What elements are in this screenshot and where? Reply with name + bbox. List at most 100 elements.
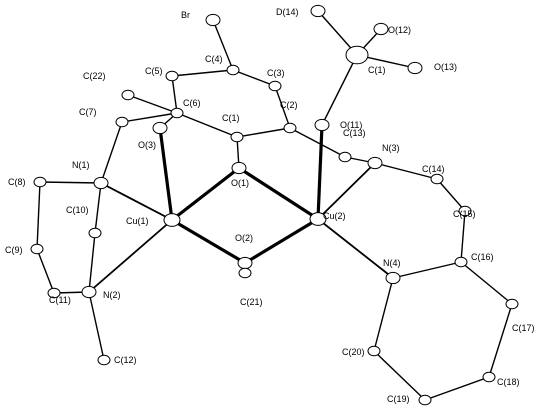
bond-C9-C11 [36, 248, 55, 294]
bond-N1-C10 [94, 182, 102, 234]
atom-layer [30, 4, 519, 406]
atom-C9 [30, 243, 44, 255]
atom-C3 [268, 80, 282, 92]
atom-O1 [231, 161, 247, 175]
atom-C1 [230, 131, 244, 143]
atom-label-C19: C(19) [387, 394, 410, 404]
atom-label-C17: C(17) [512, 323, 535, 333]
bond-C5-C6 [171, 75, 178, 114]
atom-label-C15: C(15) [453, 209, 476, 219]
bond-Cu2-O1 [237, 166, 320, 221]
bond-C8-C9 [36, 181, 41, 250]
bond-C20-N4 [373, 277, 394, 352]
bond-Cu2-O2 [243, 217, 320, 265]
bond-C14-C15 [436, 178, 466, 212]
bond-C3-C2 [274, 85, 291, 129]
bond-N3-C14 [374, 162, 438, 180]
atom-C5 [165, 70, 179, 82]
atom-label-C13: C(13) [343, 128, 366, 138]
atom-label-C8: C(8) [8, 177, 26, 187]
atom-Cu2 [309, 212, 327, 226]
atom-Br [205, 13, 221, 27]
bond-Cu2-N4 [317, 218, 394, 279]
bond-C6-C22 [127, 94, 178, 114]
atom-label-N2: N(2) [103, 290, 121, 300]
atom-C4 [226, 64, 240, 76]
atom-Cl1 [345, 45, 369, 65]
atom-O2 [237, 256, 253, 270]
bond-N2-C12 [88, 291, 105, 361]
atom-label-C3: C(3) [267, 68, 285, 78]
atom-label-O13: O(13) [434, 62, 457, 72]
bond-Cu1-N2 [88, 219, 173, 293]
atom-label-O12: O(12) [388, 25, 411, 35]
bond-N1-C8 [39, 181, 102, 184]
atom-N3 [367, 156, 383, 170]
atom-C15 [458, 205, 472, 217]
atom-label-Cu1: Cu(1) [126, 216, 149, 226]
bond-Br-C4 [212, 19, 234, 71]
atom-C16 [454, 256, 468, 268]
atom-label-C16: C(16) [471, 252, 494, 262]
atom-label-Br: Br [181, 10, 190, 20]
atom-C8 [33, 176, 47, 188]
atom-label-O3: O(3) [138, 140, 156, 150]
atom-N1 [93, 176, 109, 190]
atom-label-C20: C(20) [342, 347, 365, 357]
atom-C13 [338, 151, 352, 163]
bond-Cu2-N3 [317, 162, 376, 220]
atom-C19 [418, 394, 432, 406]
bond-Cu1-N1 [100, 182, 173, 221]
atom-Cu1 [163, 213, 181, 227]
atom-label-O11: O(11) [340, 120, 362, 130]
atom-label-C1: C(1) [222, 113, 240, 123]
bond-Cu1-O1 [170, 166, 241, 222]
bond-Cu1-O2 [170, 218, 247, 265]
atom-O12 [373, 22, 389, 36]
atom-label-D14: D(14) [276, 7, 299, 17]
atom-C11 [47, 287, 61, 299]
atom-label-C12: C(12) [114, 355, 137, 365]
atom-label-N4: N(4) [383, 258, 401, 268]
atom-N2 [81, 285, 97, 299]
atom-label-C2: C(2) [280, 100, 298, 110]
atom-O11 [314, 118, 330, 132]
atom-C14 [430, 173, 444, 185]
atom-label-C21: C(21) [240, 297, 263, 307]
bond-layer [36, 10, 513, 401]
atom-C7 [115, 116, 129, 128]
atom-C22 [121, 89, 135, 101]
bond-C6-C7 [121, 112, 178, 123]
bond-O11-Cl1 [321, 54, 358, 126]
atom-C20 [367, 345, 381, 357]
bond-C17-C18 [488, 303, 513, 378]
atom-C12 [97, 354, 111, 366]
label-layer: BrC(4)C(5)C(3)C(22)C(6)C(7)C(1)C(2)O(3)O… [5, 7, 535, 404]
atom-O13 [407, 61, 423, 75]
atom-label-O2: O(2) [235, 233, 253, 243]
bond-C4-C5 [171, 69, 234, 77]
atom-label-C10: C(10) [66, 205, 89, 215]
bond-Cu1-O3 [158, 126, 174, 222]
atom-label-C7: C(7) [79, 107, 97, 117]
bond-C1-C2 [236, 127, 291, 138]
atom-label-O1: O(1) [231, 178, 249, 188]
atom-label-N3: N(3) [382, 143, 400, 153]
bond-C10-N2 [88, 232, 96, 293]
atom-D14 [310, 4, 326, 18]
atom-label-C22: C(22) [83, 71, 106, 81]
atom-label-C14: C(14) [422, 164, 445, 174]
atom-C6 [170, 107, 184, 119]
atom-C21 [238, 267, 252, 279]
atom-N4 [385, 271, 401, 285]
bond-C7-N1 [100, 121, 123, 184]
atom-C17 [505, 298, 519, 310]
atom-C10 [88, 227, 102, 239]
bond-C6-C1 [176, 112, 238, 138]
bond-C15-C16 [460, 210, 466, 263]
atom-label-Cu2: Cu(2) [323, 211, 346, 221]
atom-O3 [152, 121, 168, 135]
atom-label-C11: C(11) [49, 295, 71, 305]
